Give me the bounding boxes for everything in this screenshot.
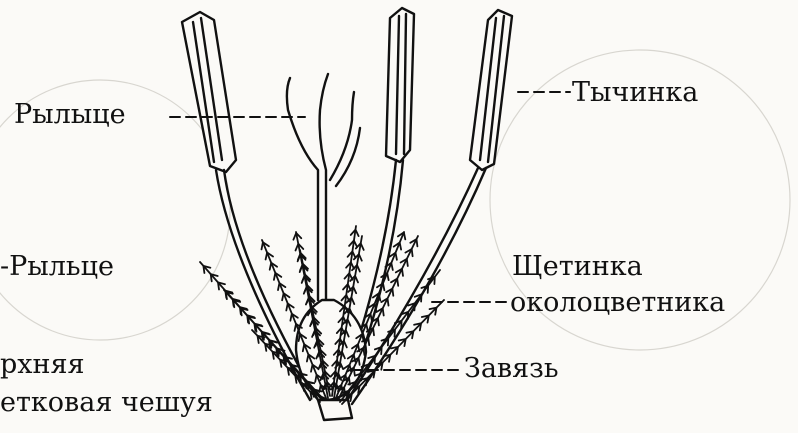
stamen-right — [346, 10, 512, 404]
label-stamen: Тычинка — [572, 78, 698, 108]
label-upper-line1: рхняя — [0, 350, 85, 380]
pistil-style — [287, 74, 360, 300]
label-stigma-top: Рылыце — [14, 100, 126, 130]
label-stigma-left: -Рыльце — [0, 252, 114, 282]
receptacle — [318, 400, 352, 420]
label-bristle-line2: околоцветника — [510, 288, 725, 318]
label-ovary: Завязь — [464, 354, 559, 384]
label-bristle-line1: Щетинка — [512, 252, 643, 282]
label-upper-line2: етковая чешуя — [0, 388, 213, 418]
